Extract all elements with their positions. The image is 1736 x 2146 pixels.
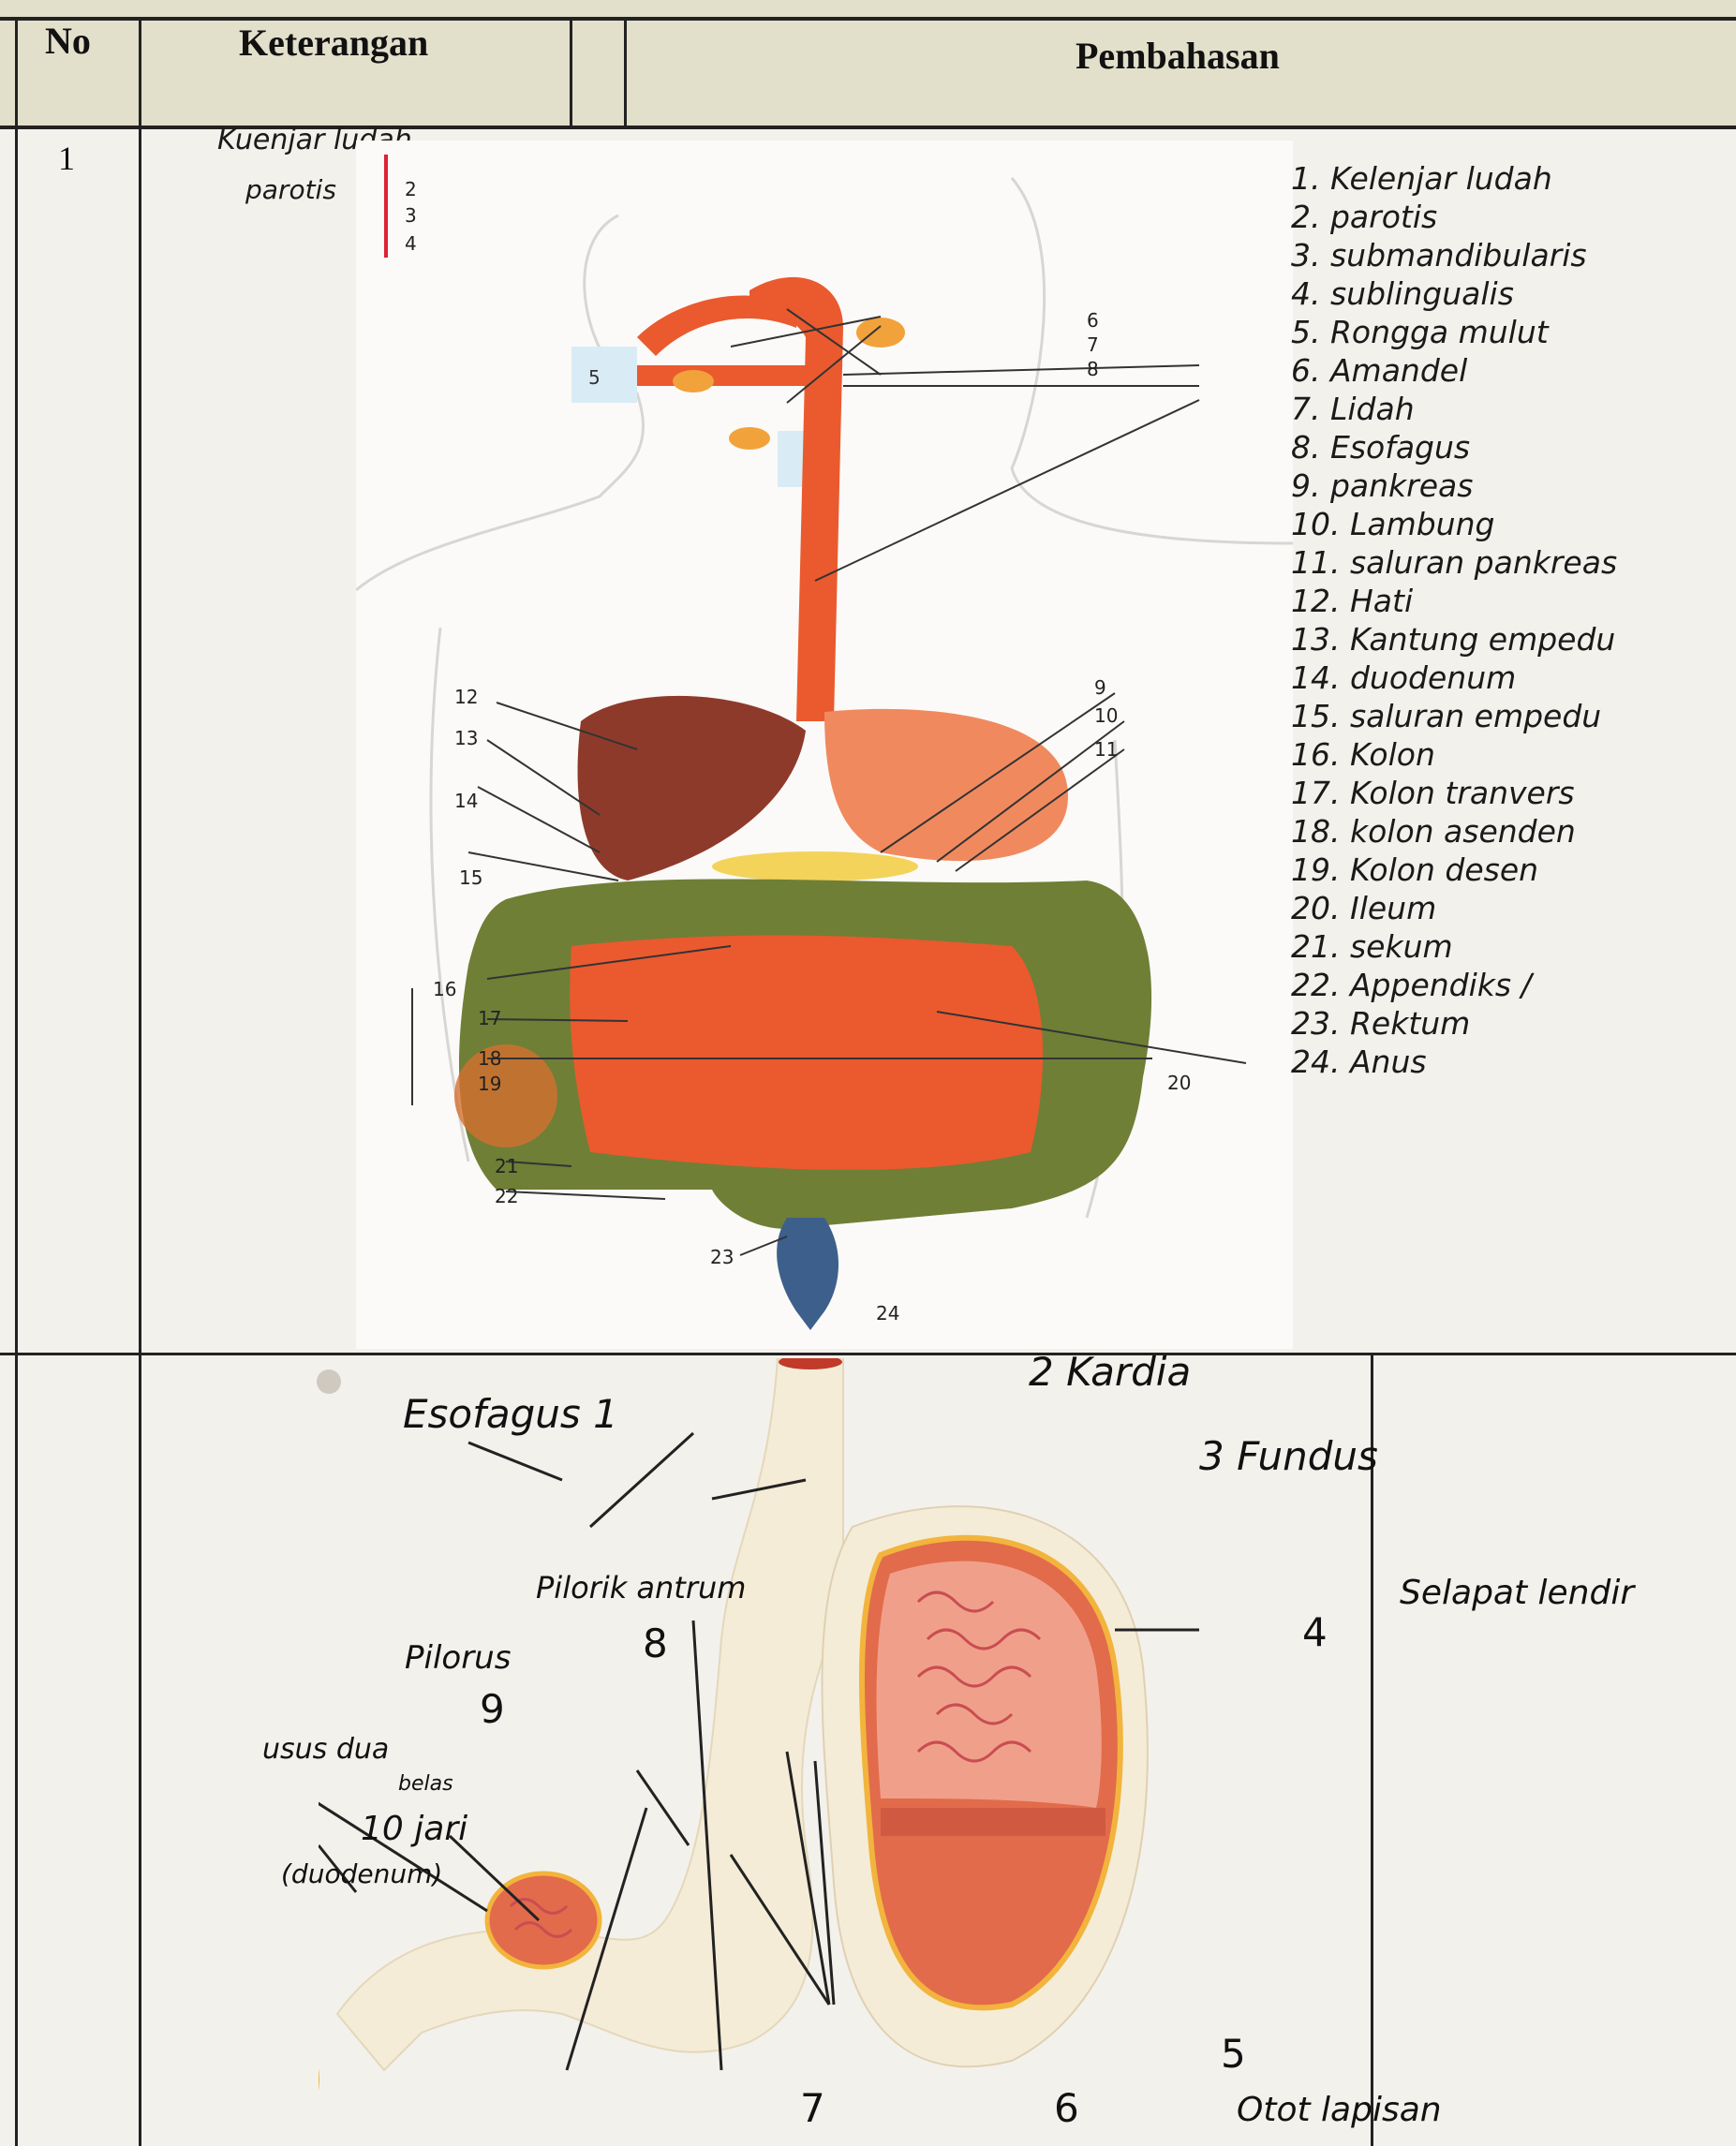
label-11: 11: [1094, 738, 1118, 761]
label-2: 2: [405, 178, 417, 200]
answer-item: 9. pankreas: [1291, 466, 1731, 505]
label-fundus: 3 Fundus: [1199, 1433, 1378, 1479]
label-belas: belas: [398, 1772, 453, 1796]
answer-item: 23. Rektum: [1291, 1004, 1731, 1043]
row-divider: [0, 1353, 1736, 1355]
answer-item: 11. saluran pankreas: [1291, 543, 1731, 582]
label-16: 16: [433, 978, 456, 1000]
label-6: 6: [1054, 2085, 1079, 2131]
label-19: 19: [478, 1073, 501, 1095]
answer-item: 17. Kolon tranvers: [1291, 774, 1731, 812]
label-6: 6: [1087, 309, 1099, 332]
answer-item: 2. parotis: [1291, 198, 1731, 236]
answer-item: 8. Esofagus: [1291, 428, 1731, 466]
handwritten-parotis: parotis: [245, 174, 336, 205]
answer-item: 21. sekum: [1291, 927, 1731, 966]
answer-item: 1. Kelenjar ludah: [1291, 159, 1731, 198]
answer-item: 16. Kolon: [1291, 735, 1731, 774]
label-8: 8: [1087, 358, 1099, 380]
answer-item: 3. submandibularis: [1291, 236, 1731, 274]
label-usus-dua: usus dua: [262, 1733, 389, 1766]
answer-item: 6. Amandel: [1291, 351, 1731, 390]
header-pembahasan: Pembahasan: [1076, 34, 1280, 78]
label-4: 4: [405, 232, 417, 255]
label-14: 14: [454, 790, 478, 812]
close-icon[interactable]: [317, 1369, 341, 1394]
label-18: 18: [478, 1047, 501, 1070]
label-17: 17: [478, 1007, 501, 1029]
label-10-jari: 10 jari: [361, 1810, 467, 1848]
label-pilorik-antrum: Pilorik antrum: [536, 1570, 746, 1606]
label-pilorus: Pilorus: [405, 1639, 511, 1677]
label-10: 10: [1094, 704, 1118, 727]
answer-item: 14. duodenum: [1291, 659, 1731, 697]
label-12: 12: [454, 686, 478, 708]
label-9: 9: [480, 1686, 505, 1732]
answer-list: 1. Kelenjar ludah 2. parotis 3. submandi…: [1291, 159, 1731, 1081]
answer-item: 5. Rongga mulut: [1291, 313, 1731, 351]
answer-item: 22. Appendiks /: [1291, 966, 1731, 1004]
label-9: 9: [1094, 676, 1106, 699]
label-7: 7: [800, 2085, 825, 2131]
header-no: No: [45, 19, 91, 63]
col-divider-b: [624, 17, 627, 127]
label-esofagus: Esofagus 1: [403, 1391, 618, 1437]
answer-item: 4. sublingualis: [1291, 274, 1731, 313]
answer-item: 13. Kantung empedu: [1291, 620, 1731, 659]
row-number: 1: [58, 139, 75, 178]
svg-text:5: 5: [588, 366, 601, 389]
label-7: 7: [1087, 333, 1099, 356]
red-bracket: [384, 155, 388, 258]
col-divider-no: [139, 17, 141, 2146]
label-24: 24: [876, 1302, 899, 1325]
label-kardia: 2 Kardia: [1029, 1349, 1191, 1395]
answer-item: 19. Kolon desen: [1291, 851, 1731, 889]
stomach-diagram: [319, 1358, 1349, 2136]
label-8: 8: [643, 1621, 668, 1666]
label-13: 13: [454, 727, 478, 749]
answer-item: 7. Lidah: [1291, 390, 1731, 428]
table-border-left: [15, 17, 18, 2146]
label-20: 20: [1167, 1072, 1191, 1094]
label-3: 3: [405, 204, 417, 227]
header-keterangan: Keterangan: [239, 21, 428, 65]
label-23: 23: [710, 1246, 734, 1268]
label-5: 5: [1221, 2031, 1246, 2077]
answer-item: 12. Hati: [1291, 582, 1731, 620]
answer-item: 15. saluran empedu: [1291, 697, 1731, 735]
label-selapat-lendir: Selapat lendir: [1400, 1574, 1634, 1612]
label-15: 15: [459, 866, 482, 889]
label-4: 4: [1302, 1609, 1328, 1655]
label-22: 22: [495, 1185, 518, 1207]
answer-item: 18. kolon asenden: [1291, 812, 1731, 851]
table-border-top: [0, 17, 1736, 21]
answer-item: 24. Anus: [1291, 1043, 1731, 1081]
label-21: 21: [495, 1155, 518, 1177]
label-duodenum: (duodenum): [281, 1858, 442, 1889]
answer-item: 20. Ileum: [1291, 889, 1731, 927]
answer-item: 10. Lambung: [1291, 505, 1731, 543]
col-divider-a: [570, 17, 572, 127]
label-otot-lapisan: Otot lapisan: [1237, 2091, 1442, 2129]
